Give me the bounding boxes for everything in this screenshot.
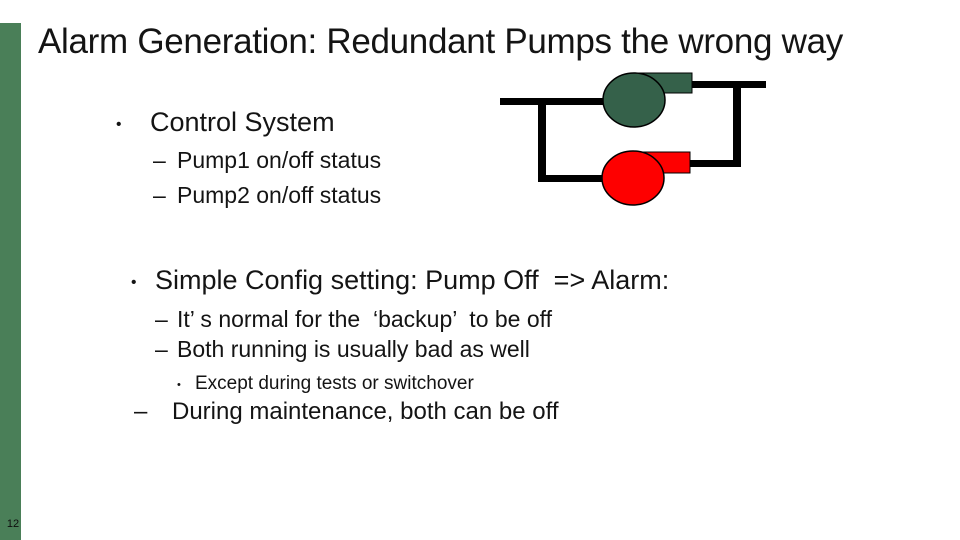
bullet-icon: • xyxy=(177,378,181,391)
bullet-text: Control System xyxy=(150,107,335,137)
dash-icon: – xyxy=(155,306,168,332)
bullet-simple-config: • Simple Config setting: Pump Off => Ala… xyxy=(131,265,669,296)
bullet-text: Both running is usually bad as well xyxy=(177,336,530,362)
pipe-inlet-left xyxy=(500,98,610,105)
slide-accent-bar xyxy=(0,23,21,540)
pump2-body-icon xyxy=(601,150,665,206)
slide-title: Alarm Generation: Redundant Pumps the wr… xyxy=(38,22,843,61)
bullet-text: Simple Config setting: Pump Off => Alarm… xyxy=(155,265,670,295)
bullet-icon: • xyxy=(131,274,137,292)
bullet-except-tests: • Except during tests or switchover xyxy=(177,373,474,395)
bullet-text: During maintenance, both can be off xyxy=(172,398,559,425)
bullet-icon: • xyxy=(116,116,122,134)
dash-icon: – xyxy=(155,336,168,362)
bullet-maintenance: – During maintenance, both can be off xyxy=(134,398,558,426)
pipe-outlet-top xyxy=(692,81,766,88)
pipe-inlet-bottom xyxy=(538,175,604,182)
bullet-text: Pump2 on/off status xyxy=(177,182,382,208)
pipe-outlet-bottom xyxy=(688,160,741,167)
dash-icon: – xyxy=(134,398,148,425)
bullet-text: Except during tests or switchover xyxy=(195,373,474,394)
redundant-pumps-diagram xyxy=(500,72,766,206)
pipe-outlet-vertical xyxy=(733,81,741,166)
dash-icon: – xyxy=(153,147,166,173)
bullet-control-system: • Control System xyxy=(116,107,335,138)
pipe-tee-vertical xyxy=(538,98,546,182)
bullet-text: It’ s normal for the ‘backup’ to be off xyxy=(177,306,553,332)
dash-icon: – xyxy=(153,182,166,208)
page-number: 12 xyxy=(6,518,20,530)
bullet-backup-off: – It’ s normal for the ‘backup’ to be of… xyxy=(155,306,552,332)
pump1-body-icon xyxy=(602,72,666,128)
bullet-pump1-status: – Pump1 on/off status xyxy=(153,147,381,173)
bullet-text: Pump1 on/off status xyxy=(177,147,382,173)
bullet-pump2-status: – Pump2 on/off status xyxy=(153,182,381,208)
bullet-both-running: – Both running is usually bad as well xyxy=(155,336,530,362)
